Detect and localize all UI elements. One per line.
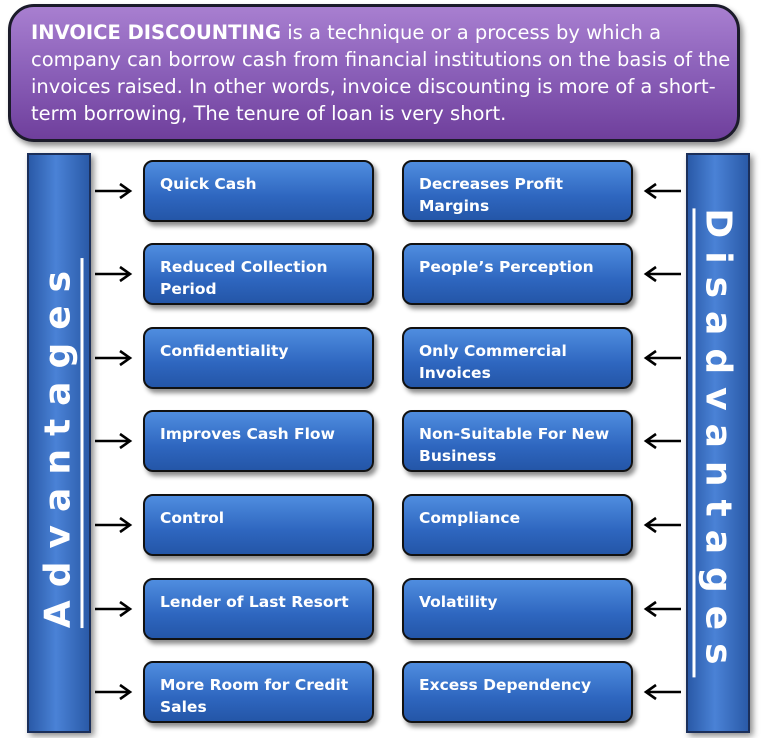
definition-title: INVOICE DISCOUNTING — [31, 21, 281, 44]
advantage-box: Quick Cash — [143, 160, 374, 222]
advantage-label: Confidentiality — [160, 342, 289, 360]
advantage-label: Improves Cash Flow — [160, 425, 335, 443]
advantage-label: More Room for Credit Sales — [160, 676, 349, 716]
advantage-box: Confidentiality — [143, 327, 374, 389]
disadvantage-label: People’s Perception — [419, 258, 594, 276]
arrow-left-icon — [643, 182, 681, 200]
definition-body: is a technique or a process by which a c… — [31, 21, 731, 125]
advantage-label: Reduced Collection Period — [160, 258, 328, 298]
disadvantage-label: Compliance — [419, 509, 521, 527]
advantage-label: Lender of Last Resort — [160, 593, 349, 611]
advantage-label: Control — [160, 509, 225, 527]
arrow-left-icon — [643, 683, 681, 701]
arrow-left-icon — [643, 265, 681, 283]
disadvantage-label: Non-Suitable For New Business — [419, 425, 610, 465]
arrow-left-icon — [643, 516, 681, 534]
arrow-right-icon — [95, 265, 133, 283]
arrow-right-icon — [95, 683, 133, 701]
definition-box: INVOICE DISCOUNTING is a technique or a … — [8, 4, 740, 142]
advantage-box: More Room for Credit Sales — [143, 661, 374, 723]
disadvantages-label: Disadvantages — [692, 208, 739, 678]
arrow-right-icon — [95, 600, 133, 618]
advantages-bar: Advantages — [27, 153, 91, 733]
disadvantage-label: Only Commercial Invoices — [419, 342, 567, 382]
arrow-left-icon — [643, 432, 681, 450]
disadvantage-label: Decreases Profit Margins — [419, 175, 564, 215]
arrow-right-icon — [95, 516, 133, 534]
advantage-box: Improves Cash Flow — [143, 410, 374, 472]
advantage-box: Control — [143, 494, 374, 556]
disadvantage-box: People’s Perception — [402, 243, 633, 305]
disadvantage-label: Excess Dependency — [419, 676, 592, 694]
arrow-left-icon — [643, 349, 681, 367]
arrow-right-icon — [95, 182, 133, 200]
advantage-box: Lender of Last Resort — [143, 578, 374, 640]
disadvantage-label: Volatility — [419, 593, 498, 611]
disadvantage-box: Decreases Profit Margins — [402, 160, 633, 222]
definition-text: INVOICE DISCOUNTING is a technique or a … — [31, 19, 731, 127]
disadvantage-box: Excess Dependency — [402, 661, 633, 723]
advantage-box: Reduced Collection Period — [143, 243, 374, 305]
disadvantage-box: Compliance — [402, 494, 633, 556]
disadvantage-box: Non-Suitable For New Business — [402, 410, 633, 472]
arrow-right-icon — [95, 432, 133, 450]
disadvantage-box: Volatility — [402, 578, 633, 640]
disadvantages-bar: Disadvantages — [686, 153, 750, 733]
arrow-right-icon — [95, 349, 133, 367]
advantages-label: Advantages — [37, 257, 84, 629]
arrow-left-icon — [643, 600, 681, 618]
disadvantage-box: Only Commercial Invoices — [402, 327, 633, 389]
advantage-label: Quick Cash — [160, 175, 257, 193]
